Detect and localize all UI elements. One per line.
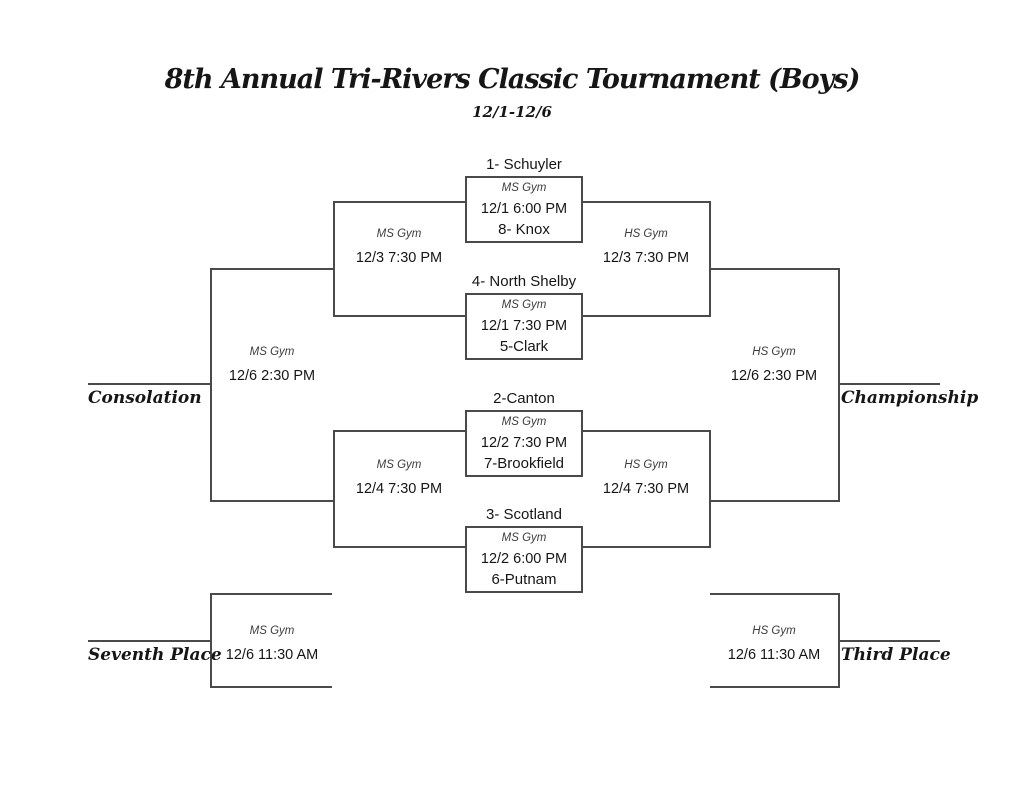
page-title: 8th Annual Tri-Rivers Classic Tournament… xyxy=(164,64,861,95)
gym-label: MS Gym xyxy=(249,625,295,637)
game2-box: MS Gym 12/1 7:30 PM 5-Clark xyxy=(465,293,583,360)
time-label: 12/6 11:30 AM xyxy=(727,647,821,663)
game3-winner-line xyxy=(583,430,711,432)
championship-semi2-connector xyxy=(709,430,711,548)
championship-semi1-advance-line xyxy=(709,268,840,270)
game4-box: MS Gym 12/2 6:00 PM 6-Putnam xyxy=(465,526,583,593)
game3-gym-label: MS Gym xyxy=(501,416,547,428)
consolation-semi2-advance-line xyxy=(210,500,335,502)
championship-semi1-connector xyxy=(709,201,711,317)
championship-final-connector xyxy=(838,268,840,502)
game4-time-label: 12/2 6:00 PM xyxy=(480,550,568,567)
game4-loser-line xyxy=(333,546,465,548)
third-place-winner-line xyxy=(838,640,940,642)
seventh-place-game-label: MS Gym 12/6 11:30 AM xyxy=(212,625,332,663)
consolation-semi1-label: MS Gym 12/3 7:30 PM xyxy=(333,228,465,266)
gym-label: HS Gym xyxy=(624,459,668,471)
championship-semi1-label: HS Gym 12/3 7:30 PM xyxy=(580,228,712,266)
time-label: 12/4 7:30 PM xyxy=(602,481,690,497)
time-label: 12/4 7:30 PM xyxy=(355,481,443,497)
game3-time-label: 12/2 7:30 PM xyxy=(480,434,568,451)
game4-winner-line xyxy=(583,546,711,548)
third-place-title: Third Place xyxy=(841,645,951,665)
game1-bottom-team: 8- Knox xyxy=(498,221,550,238)
third-place-bottom-line xyxy=(710,686,838,688)
game3-loser-line xyxy=(333,430,465,432)
game1-time-label: 12/1 6:00 PM xyxy=(480,200,568,217)
gym-label: MS Gym xyxy=(376,459,422,471)
seventh-place-bottom-line xyxy=(210,686,332,688)
game3-box: MS Gym 12/2 7:30 PM 7-Brookfield xyxy=(465,410,583,477)
consolation-semi1-advance-line xyxy=(210,268,335,270)
game3-bottom-team: 7-Brookfield xyxy=(483,455,565,472)
consolation-winner-line xyxy=(88,383,212,385)
gym-label: HS Gym xyxy=(752,625,796,637)
game2-gym-label: MS Gym xyxy=(501,299,547,311)
game4-top-team: 3- Scotland xyxy=(486,506,562,523)
seventh-place-top-line xyxy=(210,593,332,595)
third-place-top-line xyxy=(710,593,838,595)
time-label: 12/3 7:30 PM xyxy=(355,250,443,266)
game4-bottom-team: 6-Putnam xyxy=(491,571,557,588)
game4-unit: 3- Scotland MS Gym 12/2 6:00 PM 6-Putnam xyxy=(465,506,583,593)
championship-semi2-advance-line xyxy=(709,500,840,502)
game1-box: MS Gym 12/1 6:00 PM 8- Knox xyxy=(465,176,583,243)
consolation-final-label: MS Gym 12/6 2:30 PM xyxy=(212,346,332,384)
game2-unit: 4- North Shelby MS Gym 12/1 7:30 PM 5-Cl… xyxy=(465,273,583,360)
gym-label: MS Gym xyxy=(249,346,295,358)
game2-bottom-team: 5-Clark xyxy=(499,338,549,355)
game3-top-team: 2-Canton xyxy=(493,390,555,407)
consolation-semi1-connector xyxy=(333,201,335,317)
consolation-semi2-label: MS Gym 12/4 7:30 PM xyxy=(333,459,465,497)
bracket-header: 8th Annual Tri-Rivers Classic Tournament… xyxy=(0,64,1024,121)
gym-label: HS Gym xyxy=(752,346,796,358)
time-label: 12/3 7:30 PM xyxy=(602,250,690,266)
game1-loser-line xyxy=(333,201,465,203)
seventh-place-winner-line xyxy=(88,640,212,642)
game1-gym-label: MS Gym xyxy=(501,182,547,194)
gym-label: HS Gym xyxy=(624,228,668,240)
time-label: 12/6 11:30 AM xyxy=(225,647,319,663)
game1-top-team: 1- Schuyler xyxy=(486,156,562,173)
championship-winner-line xyxy=(838,383,940,385)
game1-winner-line xyxy=(583,201,711,203)
game1-unit: 1- Schuyler MS Gym 12/1 6:00 PM 8- Knox xyxy=(465,156,583,243)
game2-loser-line xyxy=(333,315,465,317)
game2-top-team: 4- North Shelby xyxy=(471,273,577,290)
page-subtitle: 12/1-12/6 xyxy=(472,103,552,121)
seventh-place-title: Seventh Place xyxy=(88,645,222,665)
consolation-title: Consolation xyxy=(88,388,202,408)
gym-label: MS Gym xyxy=(376,228,422,240)
championship-semi2-label: HS Gym 12/4 7:30 PM xyxy=(580,459,712,497)
game3-unit: 2-Canton MS Gym 12/2 7:30 PM 7-Brookfiel… xyxy=(465,390,583,477)
time-label: 12/6 2:30 PM xyxy=(730,368,818,384)
championship-title: Championship xyxy=(841,388,979,408)
consolation-semi2-connector xyxy=(333,430,335,548)
third-place-game-label: HS Gym 12/6 11:30 AM xyxy=(714,625,834,663)
game2-winner-line xyxy=(583,315,711,317)
time-label: 12/6 2:30 PM xyxy=(228,368,316,384)
game4-gym-label: MS Gym xyxy=(501,532,547,544)
championship-final-label: HS Gym 12/6 2:30 PM xyxy=(714,346,834,384)
game2-time-label: 12/1 7:30 PM xyxy=(480,317,568,334)
consolation-final-connector xyxy=(210,268,212,502)
